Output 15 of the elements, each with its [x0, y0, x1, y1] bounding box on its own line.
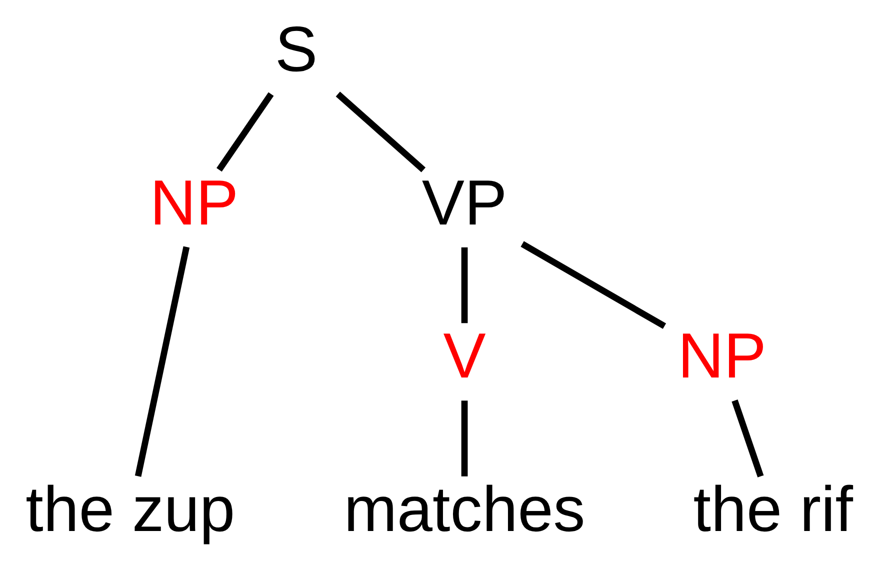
- node-text: S: [274, 13, 318, 86]
- connector: [134, 246, 190, 477]
- node-text: NP: [149, 166, 238, 238]
- connector: [731, 400, 764, 478]
- node-text: V: [442, 320, 486, 392]
- node-text: the rif: [692, 472, 852, 545]
- connector: [520, 241, 666, 329]
- connector: [335, 92, 426, 172]
- node-text: the zup: [25, 472, 235, 545]
- node-text: matches: [343, 472, 585, 545]
- connector: [460, 400, 468, 476]
- node-text: NP: [677, 320, 766, 392]
- connector: [216, 92, 274, 172]
- node-text: VP: [421, 166, 507, 238]
- connector: [460, 247, 468, 324]
